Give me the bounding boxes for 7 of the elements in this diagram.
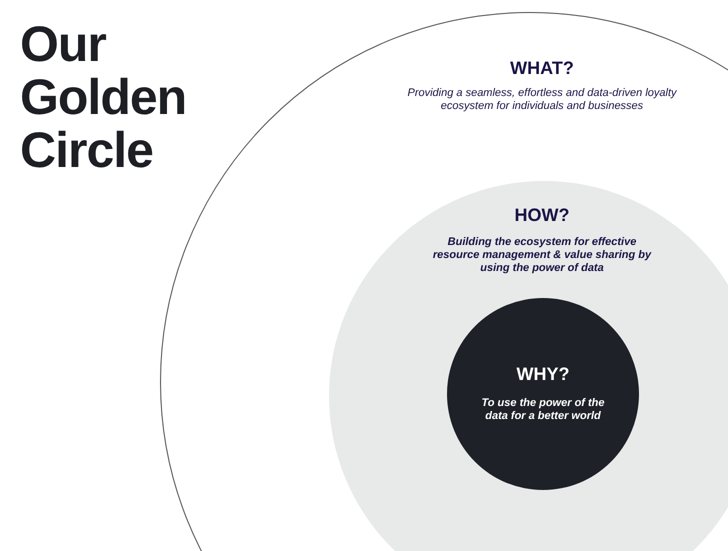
title: Our Golden Circle	[20, 18, 188, 177]
description: Building the ecosystem for effective resource management & value sharing by using the power of data	[432, 236, 652, 275]
heading: HOW?	[514, 205, 570, 226]
description: Providing a seamless, effortless and data-driven loyalty ecosystem for individuals and businesses	[407, 87, 677, 113]
description: To use the power of the data for a better world	[480, 397, 606, 423]
heading: WHAT?	[509, 58, 575, 79]
heading: WHY?	[516, 364, 570, 385]
